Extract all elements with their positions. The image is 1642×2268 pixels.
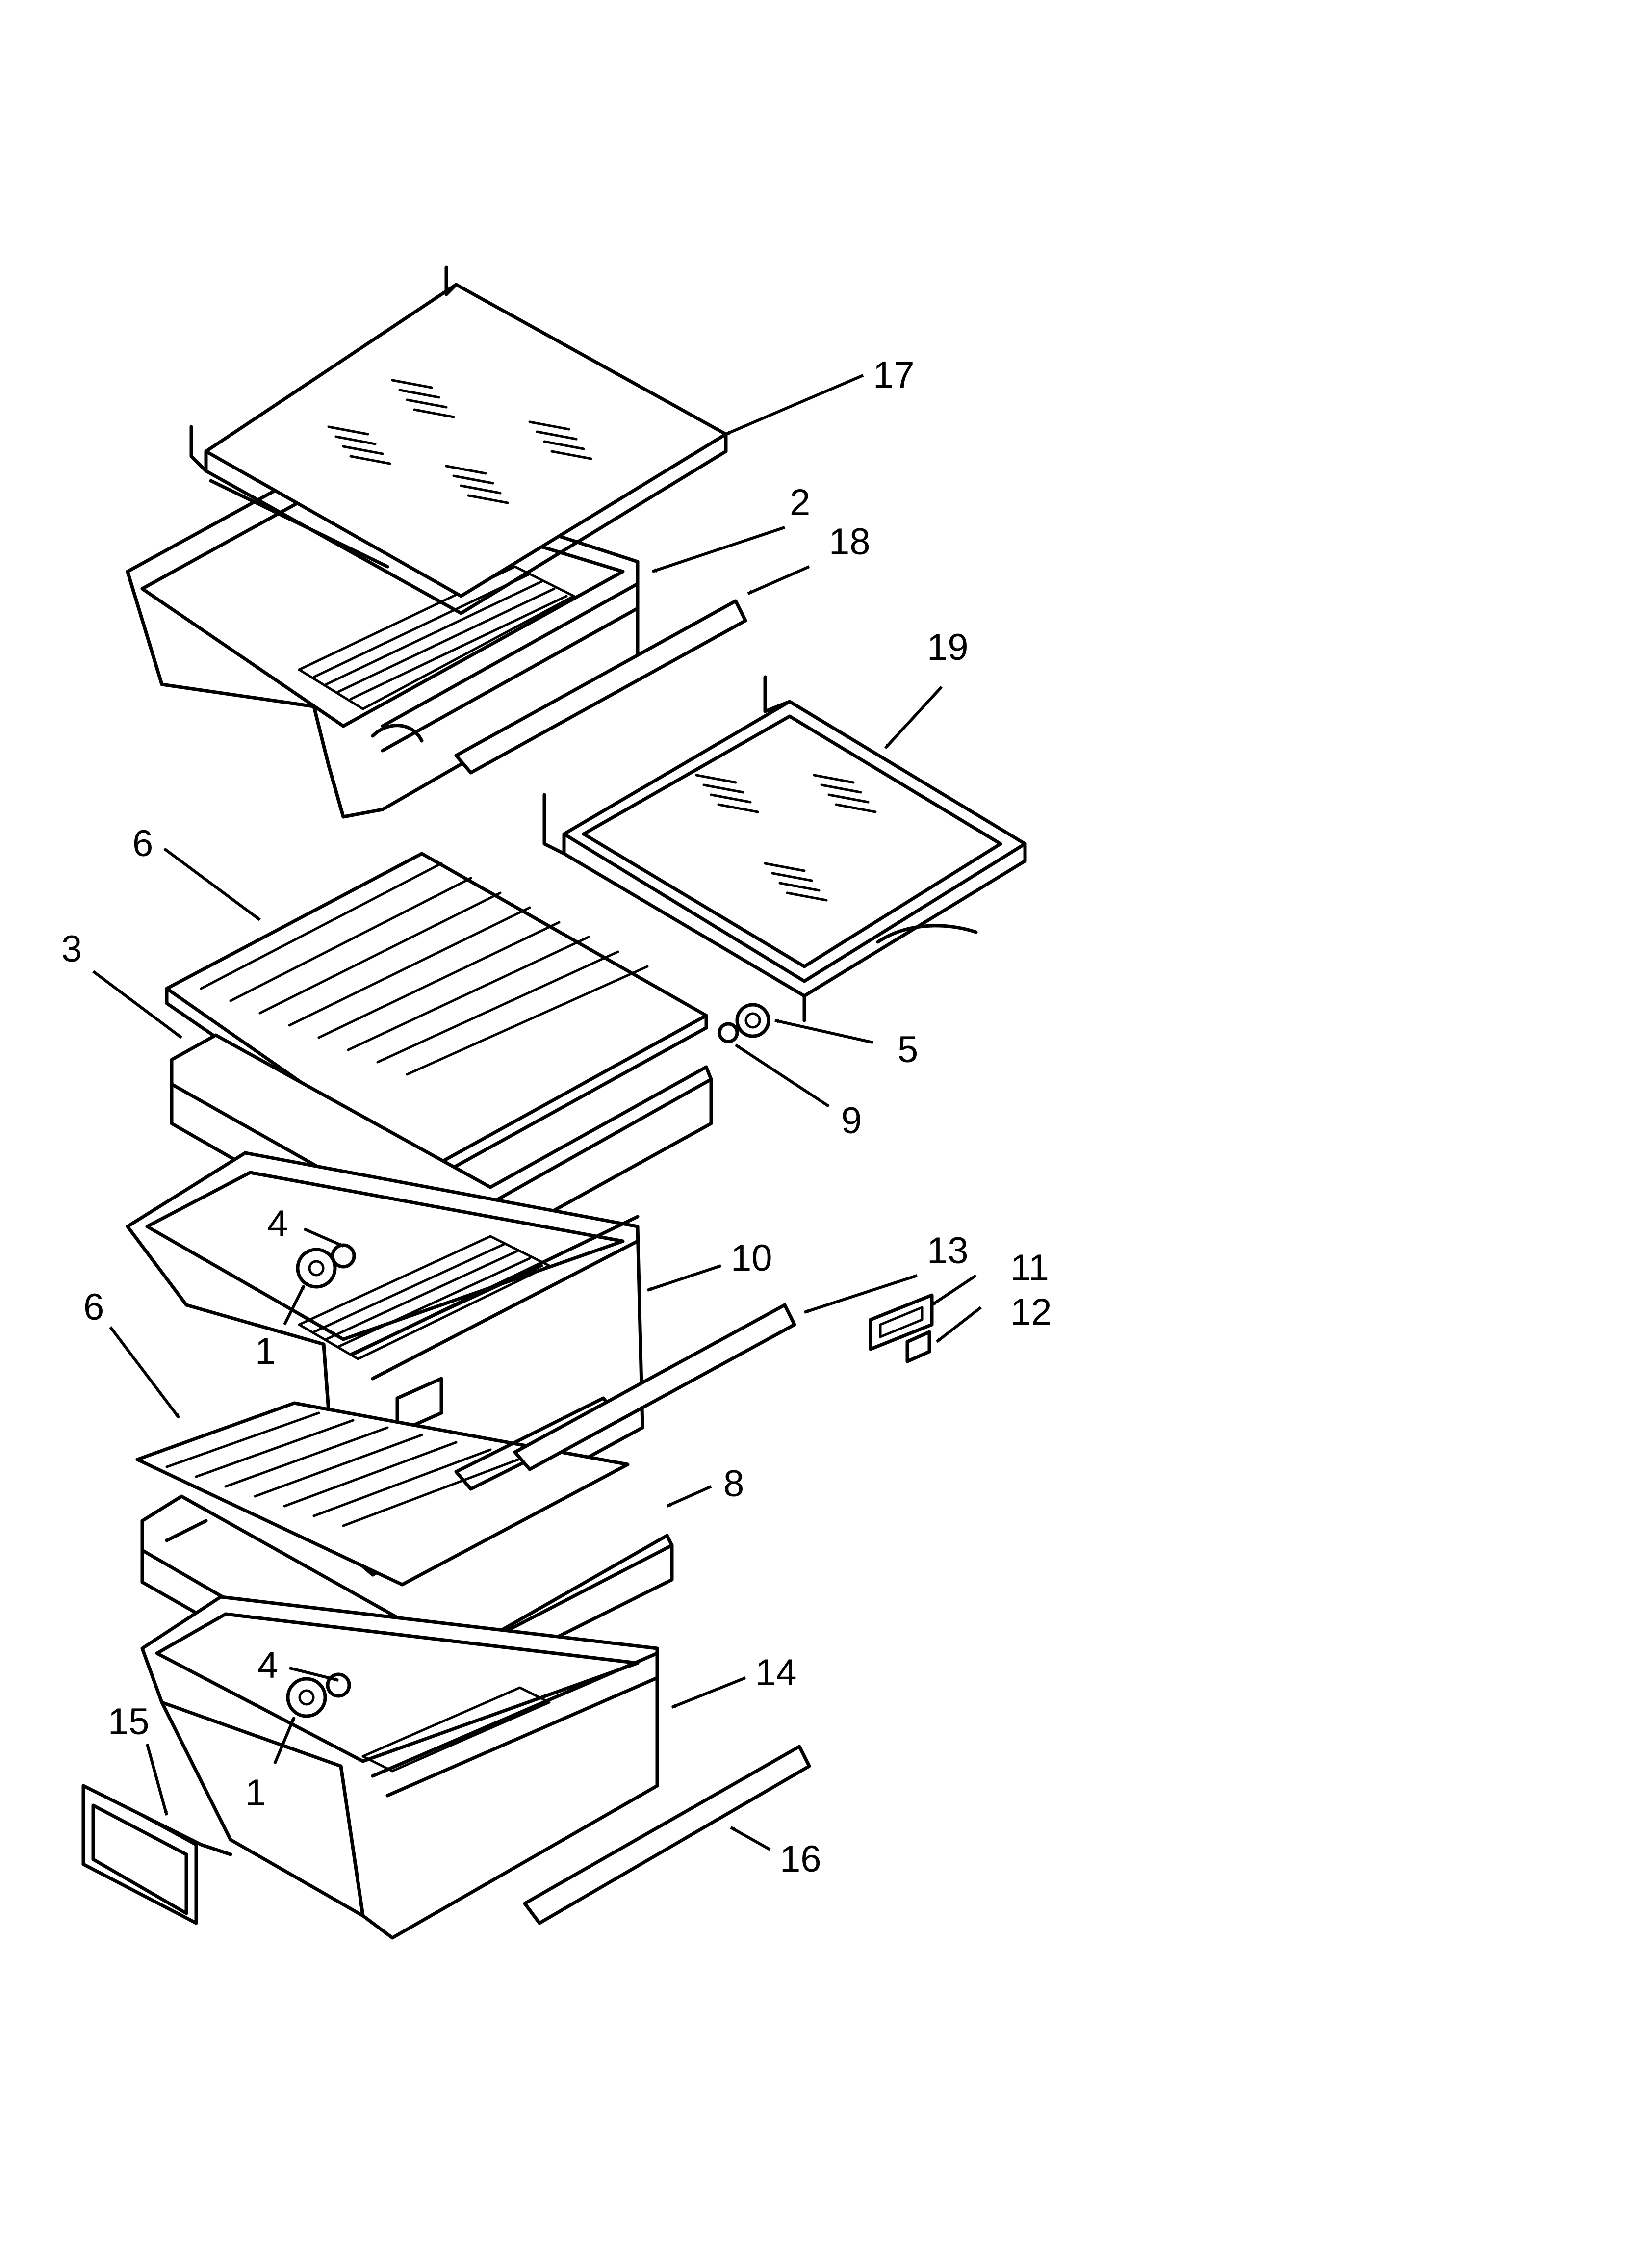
callout-9: 9 [841,1100,862,1142]
callout-11: 11 [1010,1247,1049,1289]
shelf-right [542,675,1027,1022]
crisper-pan-bottom [140,1595,659,1940]
callout-2: 2 [790,482,810,523]
callout-17: 17 [873,354,915,396]
callout-4-lower: 4 [257,1644,278,1686]
callout-leaders [92,374,982,1851]
callout-10: 10 [731,1237,772,1279]
callout-6-lower: 6 [83,1286,104,1328]
callout-19: 19 [927,626,969,668]
callout-1-upper: 1 [255,1330,276,1372]
callout-18: 18 [829,521,871,563]
callout-5: 5 [898,1029,918,1070]
callout-8: 8 [723,1463,744,1505]
part-11-12-slide [869,1293,934,1363]
crisper-cover-upper [165,852,708,1184]
part-5-9-roller [718,1003,770,1043]
callout-4-upper: 4 [267,1203,288,1245]
part-15-label [81,1784,232,1925]
callout-14: 14 [755,1652,797,1694]
handle-trim-13 [513,1303,796,1471]
callout-6-upper: 6 [132,823,153,864]
callout-13: 13 [927,1230,969,1272]
handle-trim-16 [523,1745,811,1925]
callout-labels: 17 2 18 19 6 3 5 9 4 10 13 11 12 1 6 8 4… [61,354,1052,1880]
callout-15: 15 [108,1701,150,1743]
callout-1-lower: 1 [245,1772,266,1814]
callout-3: 3 [61,928,82,970]
callout-16: 16 [780,1838,821,1880]
callout-12: 12 [1010,1291,1052,1333]
handle-trim-18 [454,599,747,775]
